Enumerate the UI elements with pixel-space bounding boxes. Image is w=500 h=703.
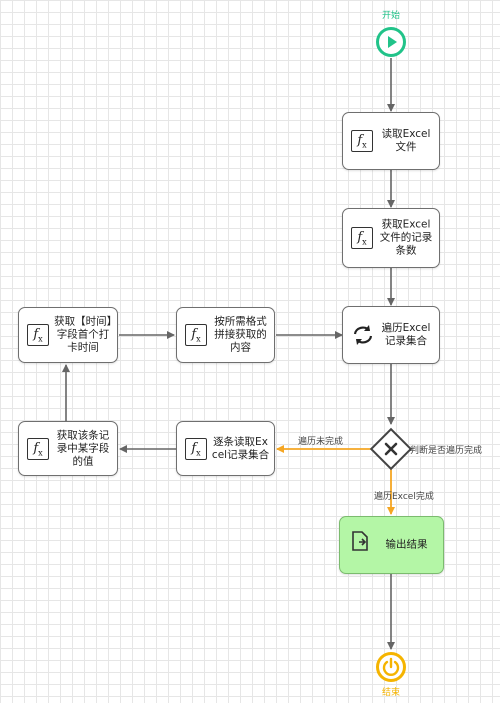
fx-icon: fx xyxy=(185,437,207,460)
node-read-excel[interactable]: fx 读取Excel文件 xyxy=(342,112,440,170)
edge-label-done: 遍历Excel完成 xyxy=(374,492,434,502)
node-label: 输出结果 xyxy=(385,538,428,551)
node-get-time[interactable]: fx 获取【时间】字段首个打卡时间 xyxy=(18,307,118,363)
edge-label-not-done: 遍历未完成 xyxy=(298,437,344,447)
node-label: 获取该条记录中某字段的值 xyxy=(56,429,110,467)
fx-icon: fx xyxy=(27,324,49,346)
node-label: 获取Excel文件的记录条数 xyxy=(379,218,433,257)
node-label: 按所需格式拼接获取的内容 xyxy=(214,315,267,354)
end-label: 结束 xyxy=(381,688,400,698)
node-iterate[interactable]: 遍历Excel记录集合 xyxy=(342,306,440,364)
fx-icon: fx xyxy=(185,324,207,346)
node-label: 读取Excel文件 xyxy=(381,128,431,153)
play-icon xyxy=(388,36,397,48)
power-icon xyxy=(382,657,400,676)
decision-label: 判断是否遍历完成 xyxy=(410,446,483,456)
close-icon xyxy=(384,442,398,456)
node-concat[interactable]: fx 按所需格式拼接获取的内容 xyxy=(176,307,275,363)
fx-icon: fx xyxy=(351,227,373,249)
end-node[interactable] xyxy=(376,652,406,682)
node-label: 逐条读取Excel记录集合 xyxy=(211,435,270,461)
node-get-field[interactable]: fx 获取该条记录中某字段的值 xyxy=(18,421,118,476)
document-icon xyxy=(352,531,368,551)
node-label: 遍历Excel记录集合 xyxy=(381,322,431,347)
start-node[interactable] xyxy=(376,27,406,57)
fx-icon: fx xyxy=(27,437,49,460)
node-output[interactable]: 输出结果 xyxy=(339,516,444,574)
loop-icon xyxy=(353,325,373,345)
fx-icon: fx xyxy=(351,130,373,152)
node-label: 获取【时间】字段首个打卡时间 xyxy=(54,315,112,354)
node-read-each[interactable]: fx 逐条读取Excel记录集合 xyxy=(176,421,275,476)
start-label: 开始 xyxy=(381,11,400,21)
node-get-count[interactable]: fx 获取Excel文件的记录条数 xyxy=(342,208,440,268)
